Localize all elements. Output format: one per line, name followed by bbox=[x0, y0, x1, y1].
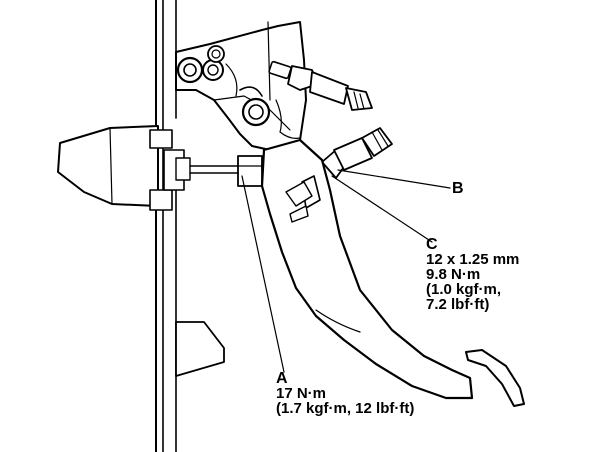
lower-bracket bbox=[175, 321, 225, 377]
brake-switch-b bbox=[321, 127, 393, 179]
callout-c-line-1: 12 x 1.25 mm bbox=[426, 251, 520, 268]
callout-a: A 17 N·m (1.7 kgf·m, 12 lbf·ft) bbox=[276, 370, 415, 417]
leader-line-c bbox=[331, 175, 433, 243]
callout-c-line-4: 7.2 lbf·ft) bbox=[426, 296, 490, 313]
callout-a-letter: A bbox=[276, 370, 288, 387]
brake-pedal-arm bbox=[260, 138, 474, 400]
pivot-bolt-upper bbox=[176, 45, 225, 84]
callout-a-line-2: (1.7 kgf·m, 12 lbf·ft) bbox=[276, 400, 415, 417]
leader-lines bbox=[241, 169, 451, 373]
upper-switch bbox=[268, 60, 373, 111]
pushrod bbox=[189, 165, 241, 174]
firewall-panel bbox=[155, 0, 177, 452]
pedal-pad bbox=[465, 349, 525, 407]
pivot-bolt-middle bbox=[239, 86, 271, 127]
master-cylinder bbox=[57, 125, 191, 211]
callout-b: B bbox=[452, 180, 464, 197]
leader-line-b bbox=[337, 169, 451, 189]
callout-c-line-3: (1.0 kgf·m, bbox=[426, 281, 502, 298]
callout-c: C 12 x 1.25 mm 9.8 N·m (1.0 kgf·m, 7.2 l… bbox=[426, 236, 520, 313]
leader-line-a bbox=[241, 175, 285, 373]
callout-c-line-2: 9.8 N·m bbox=[426, 266, 481, 283]
pedal-bracket bbox=[175, 21, 307, 151]
callout-c-letter: C bbox=[426, 236, 438, 253]
callout-a-line-1: 17 N·m bbox=[276, 385, 327, 402]
callout-b-letter: B bbox=[452, 180, 464, 197]
